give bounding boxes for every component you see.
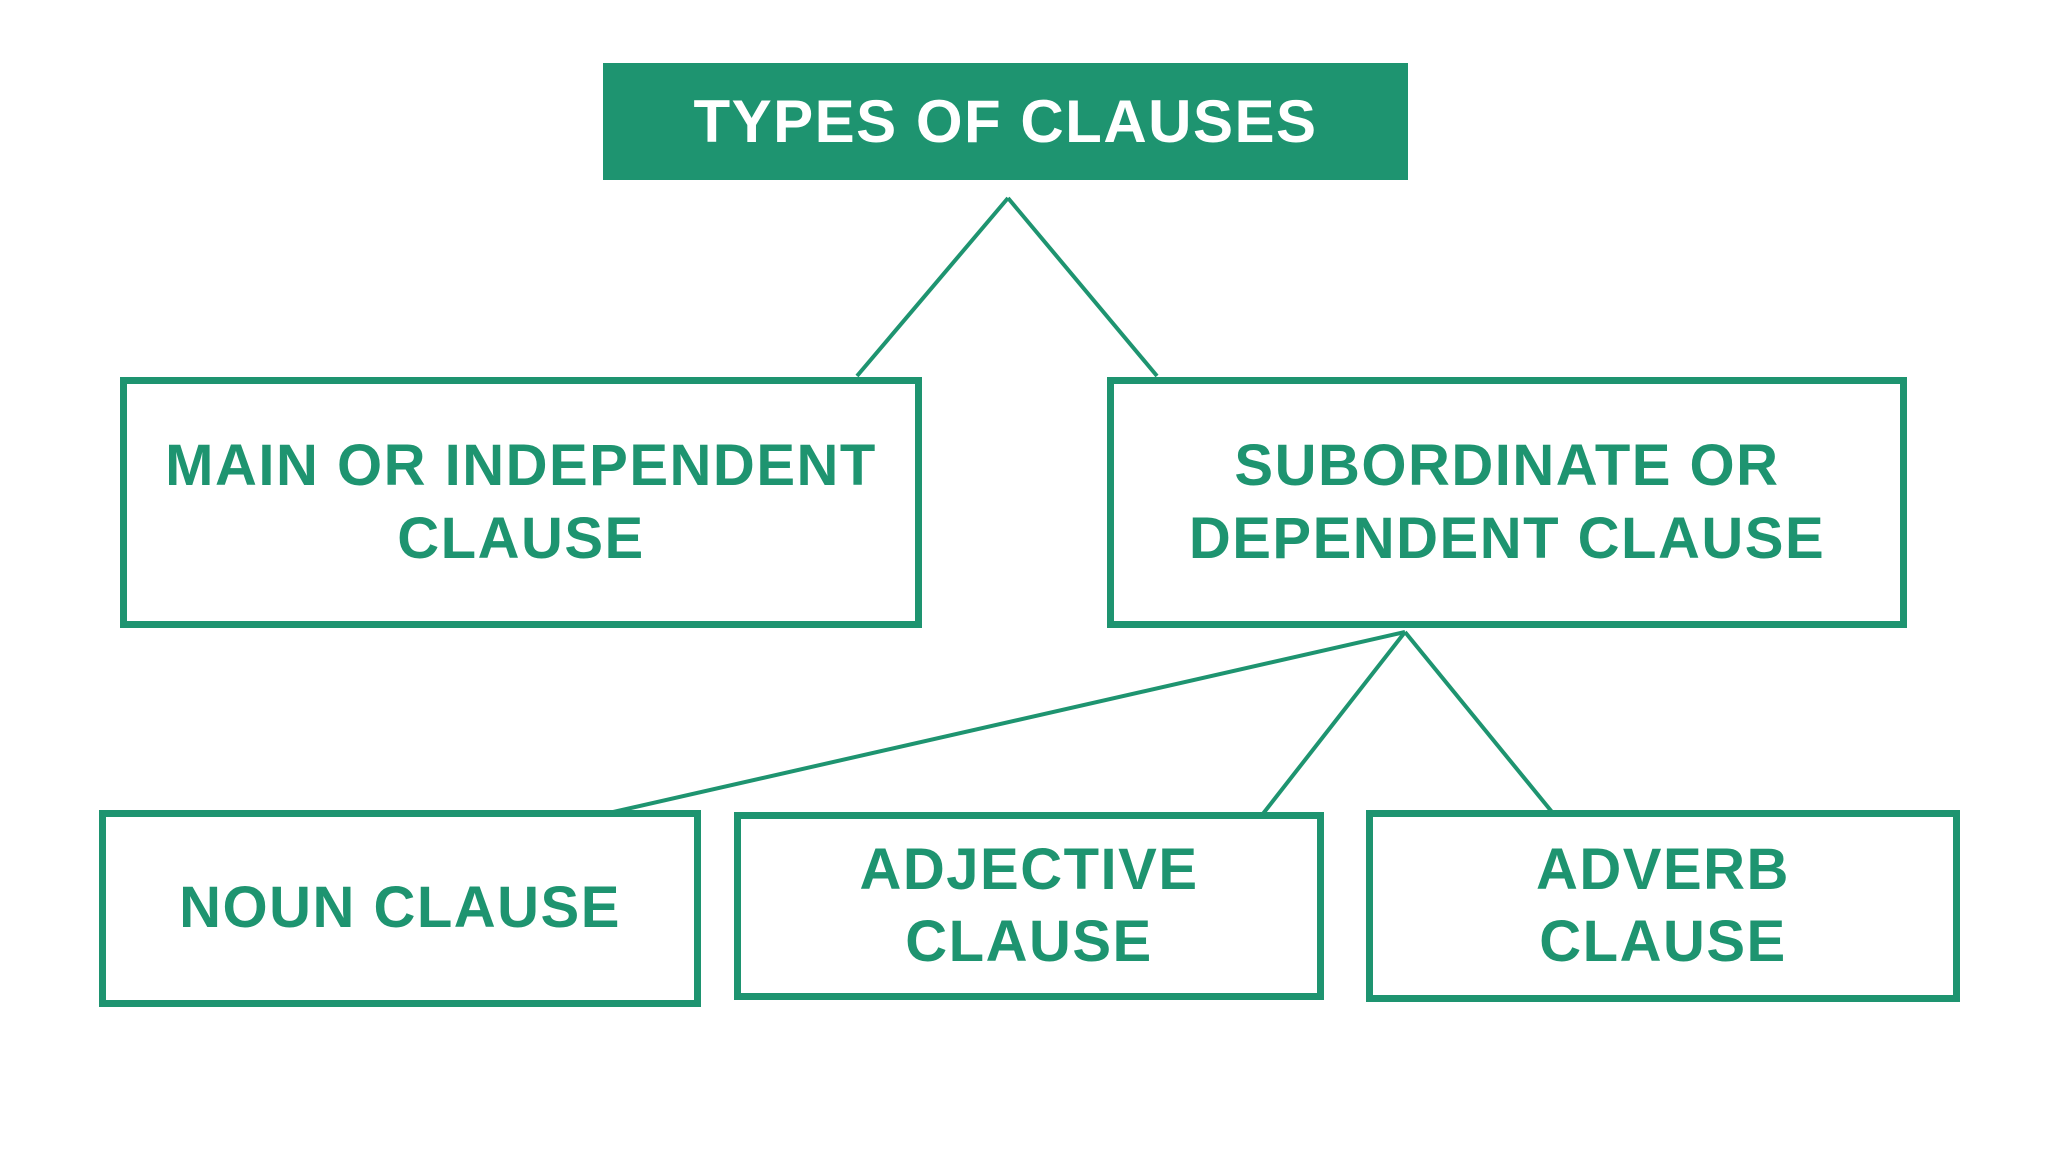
node-adverb-clause: ADVERB CLAUSE — [1366, 810, 1960, 1002]
connector-root-to-subordinate — [1006, 196, 1159, 378]
connector-subordinate-to-adjective — [1260, 630, 1407, 817]
connector-subordinate-to-adverb — [1403, 630, 1554, 814]
node-types-of-clauses: TYPES OF CLAUSES — [603, 63, 1408, 180]
connector-subordinate-to-noun — [599, 630, 1406, 817]
connector-root-to-main — [855, 196, 1010, 378]
node-subordinate-or-dependent-clause: SUBORDINATE OR DEPENDENT CLAUSE — [1107, 377, 1907, 628]
node-adjective-clause: ADJECTIVE CLAUSE — [734, 812, 1324, 1000]
node-noun-clause: NOUN CLAUSE — [99, 810, 701, 1007]
node-main-or-independent-clause: MAIN OR INDEPENDENT CLAUSE — [120, 377, 922, 628]
